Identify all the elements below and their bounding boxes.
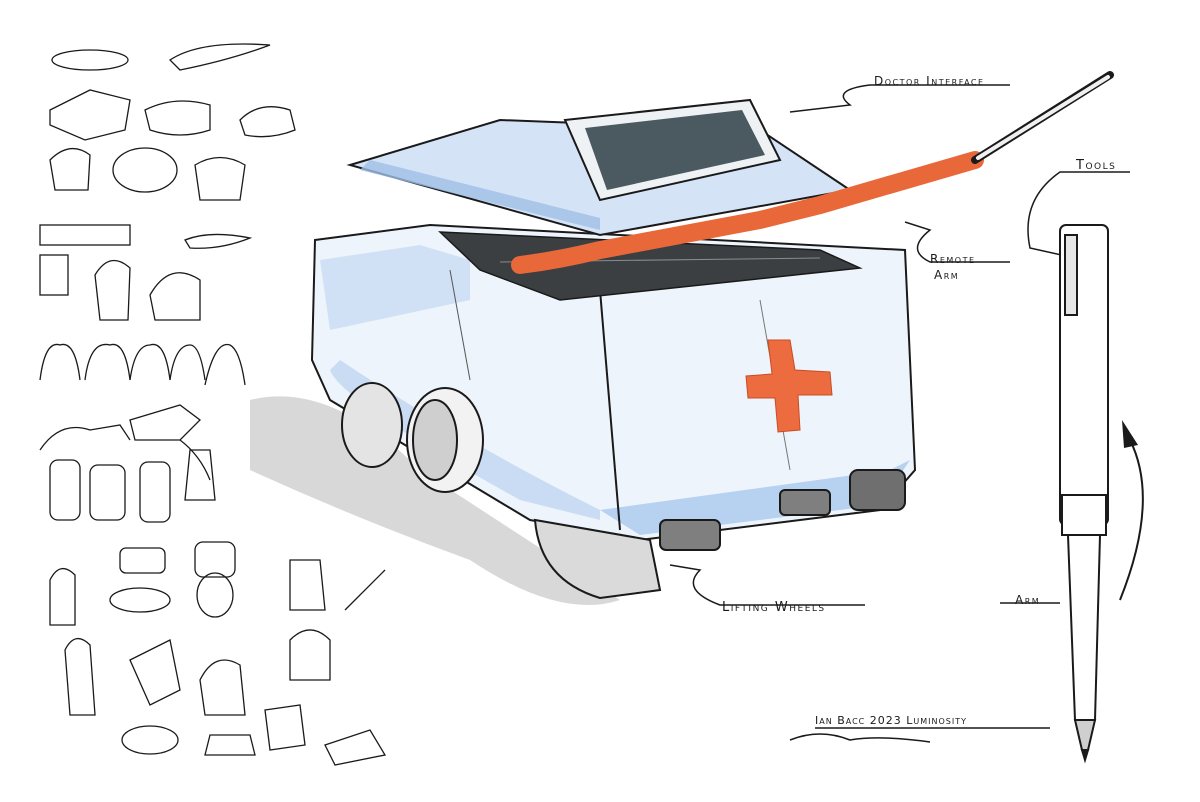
top-hatch [438,231,863,301]
callout-tools [1027,171,1130,259]
concept-thumbnails [39,43,387,766]
rotation-arrow-icon [1119,439,1144,601]
remote-arm [511,151,984,274]
lifting-wheels [341,382,906,600]
medical-cross-icon [745,339,833,433]
label-lifting-wheels: Lifting Wheels [722,600,826,615]
label-remote-arm-line-1: Remote [930,252,976,266]
signature-text: Ian Bacc 2023 Luminosity [815,714,967,727]
tool-pen [1059,224,1109,764]
callout-remote-arm [904,221,1010,263]
label-arm: Arm [1015,593,1041,607]
label-tools: Tools [1076,158,1117,173]
robot-body-blue-wash [320,245,470,330]
ground-shadow [250,396,620,605]
callout-lifting-wheels [669,564,865,606]
label-doctor-interface: Doctor Interface [874,74,985,88]
callout-doctor-interface [789,84,1010,113]
label-remote-arm-line-2: Arm [934,268,960,282]
signature-scribble [789,733,931,743]
